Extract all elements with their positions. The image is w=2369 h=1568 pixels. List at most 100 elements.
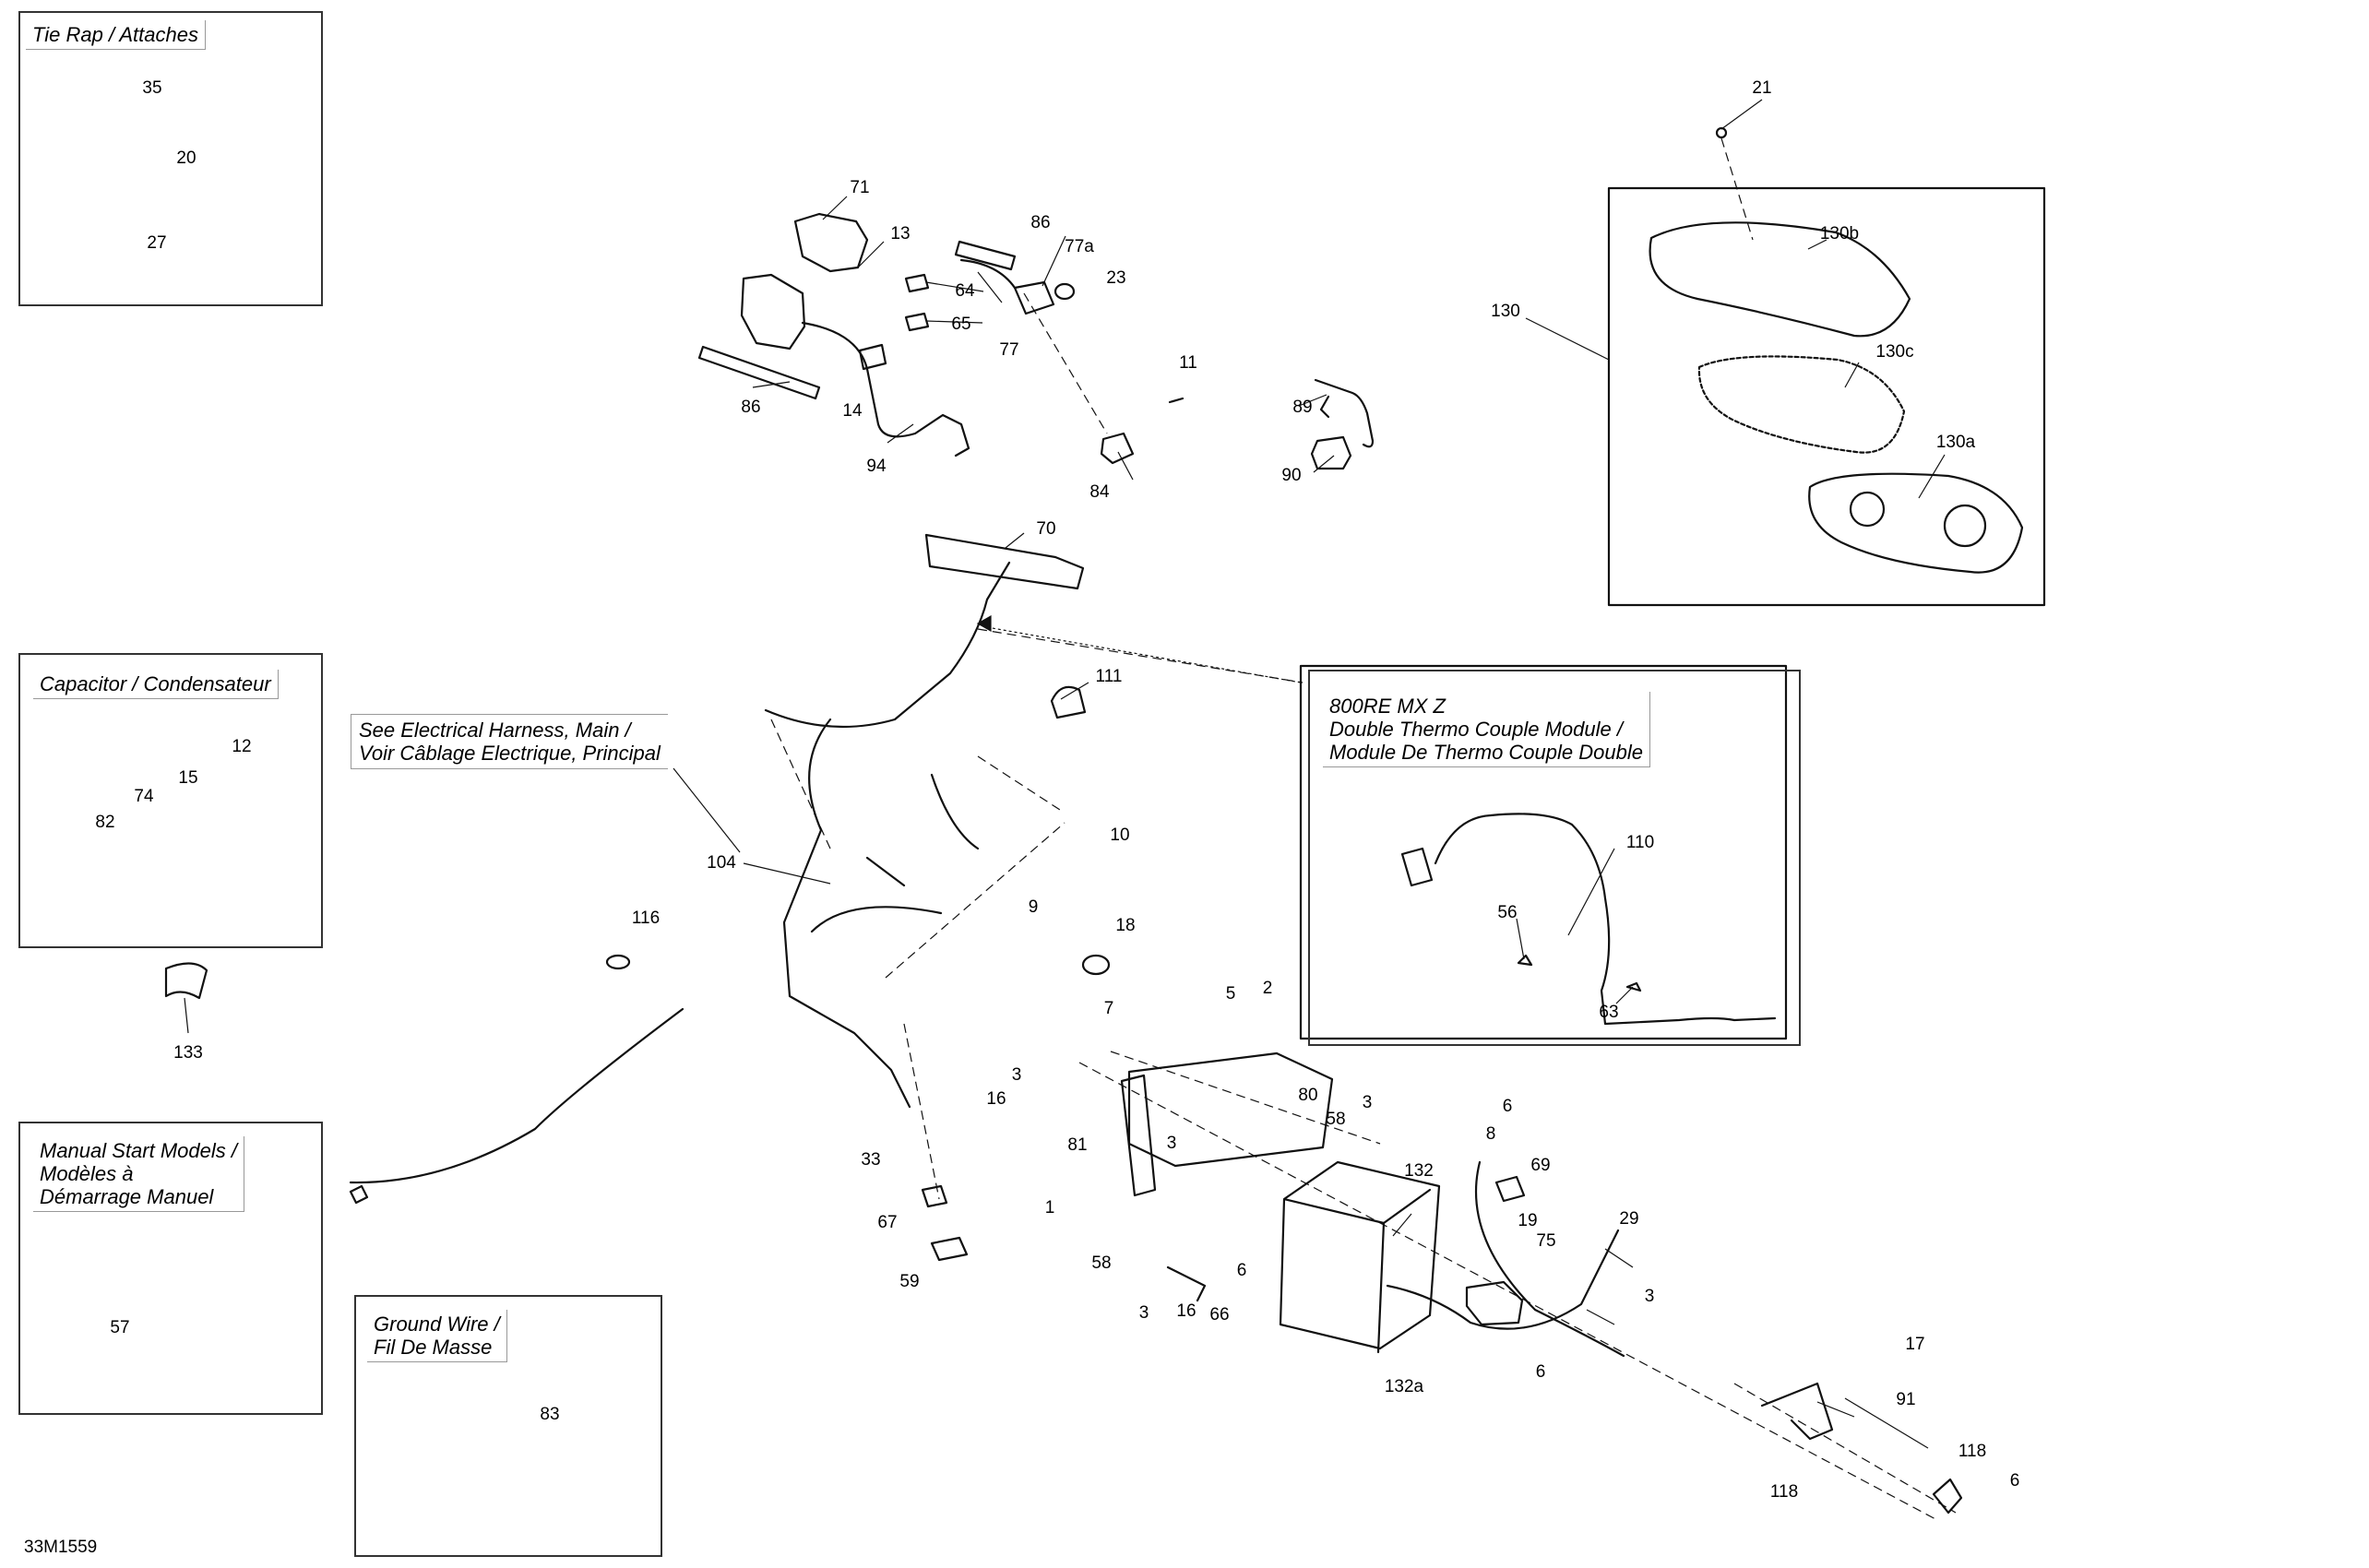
diagram-code: 33M1559: [24, 1538, 98, 1557]
connector-part-14: [858, 343, 887, 371]
label-3b: 3: [1362, 1093, 1373, 1112]
relay-part-19: [1465, 1280, 1524, 1326]
label-16a: 16: [986, 1089, 1006, 1109]
grip-heater-86-right: [954, 240, 1017, 271]
sleeve-part-133: [164, 962, 208, 1000]
label-6a: 6: [1236, 1261, 1247, 1280]
label-118b: 118: [1769, 1482, 1799, 1502]
connector-part-111: [1050, 685, 1087, 719]
label-8: 8: [1485, 1124, 1496, 1144]
label-3e: 3: [1644, 1287, 1655, 1306]
switch-housing-part-71: [793, 212, 869, 273]
label-66: 66: [1209, 1305, 1230, 1324]
label-81: 81: [1067, 1135, 1088, 1155]
label-2: 2: [1262, 979, 1273, 998]
wire-part-66: [1166, 1265, 1207, 1302]
label-9: 9: [1028, 897, 1039, 917]
manual-start-box: Manual Start Models / Modèles à Démarrag…: [18, 1122, 323, 1415]
switch-part-77a: [1013, 280, 1055, 315]
label-1: 1: [1044, 1198, 1055, 1218]
ground-wire-title: Ground Wire / Fil De Masse: [367, 1310, 507, 1362]
label-6b: 6: [1502, 1097, 1513, 1116]
label-19: 19: [1518, 1211, 1538, 1230]
label-64: 64: [955, 281, 975, 301]
thermo-module-part-110: [1434, 813, 1777, 1026]
label-58b: 58: [1091, 1253, 1112, 1273]
label-12: 12: [232, 737, 252, 756]
label-20: 20: [176, 148, 196, 168]
pin-part-11: [1168, 397, 1184, 404]
main-harness-part-104: [764, 561, 1011, 1109]
label-17: 17: [1905, 1335, 1925, 1354]
switch-part-throttle: [740, 273, 806, 350]
label-56: 56: [1497, 903, 1518, 922]
label-111: 111: [1095, 667, 1123, 686]
label-77: 77: [999, 340, 1019, 360]
gauge-cluster-part-130a: [1808, 472, 2024, 574]
connector-part-64: [904, 273, 930, 293]
harness-wire-part-94: [801, 321, 970, 457]
label-71: 71: [850, 178, 870, 197]
label-77a: 77a: [1065, 237, 1094, 256]
gauge-box: [1607, 186, 2046, 607]
label-86a: 86: [1030, 213, 1051, 232]
label-65: 65: [951, 315, 971, 334]
label-14: 14: [842, 401, 863, 421]
label-7: 7: [1103, 999, 1114, 1018]
bracket-part-91: [1760, 1382, 1834, 1441]
label-130b: 130b: [1819, 224, 1860, 244]
label-83: 83: [540, 1405, 560, 1424]
label-29: 29: [1619, 1209, 1639, 1229]
grip-heater-86-left: [697, 345, 821, 400]
label-86b: 86: [741, 398, 761, 417]
label-23: 23: [1106, 268, 1126, 288]
label-118a: 118: [1958, 1442, 1987, 1461]
label-59: 59: [899, 1272, 920, 1291]
label-104: 104: [707, 853, 736, 873]
main-harness-part-70: [924, 533, 1085, 590]
ground-wire-box: Ground Wire / Fil De Masse: [354, 1295, 662, 1557]
thermo-wire-part-75: [1386, 1160, 1625, 1358]
bracket-part-59: [930, 1236, 969, 1262]
label-58a: 58: [1326, 1110, 1346, 1129]
ignition-part-90: [1310, 435, 1352, 470]
capacitor-box: Capacitor / Condensateur: [18, 653, 323, 948]
connector-part-65: [904, 312, 930, 332]
label-11: 11: [1179, 353, 1197, 373]
label-33: 33: [861, 1150, 881, 1170]
label-3d: 3: [1138, 1303, 1149, 1323]
label-6d: 6: [2009, 1471, 2020, 1491]
label-116: 116: [631, 909, 661, 928]
label-70: 70: [1036, 519, 1056, 539]
bracket-part-80: [1127, 1051, 1334, 1168]
knob-part-84: [1100, 432, 1135, 465]
wire-part-77: [959, 258, 1017, 290]
thermo-box: [1299, 664, 1788, 1040]
label-15: 15: [178, 768, 198, 788]
key-part-89: [1314, 378, 1375, 448]
label-3a: 3: [1011, 1065, 1022, 1085]
label-21: 21: [1752, 78, 1772, 98]
label-130c: 130c: [1875, 342, 1914, 362]
label-89: 89: [1292, 398, 1313, 417]
grommet-part-18: [1081, 954, 1111, 976]
label-130a: 130a: [1935, 433, 1976, 452]
thermo-title: 800RE MX Z Double Thermo Couple Module /…: [1323, 692, 1650, 767]
thermo-box-frame: 800RE MX Z Double Thermo Couple Module /…: [1308, 670, 1801, 1046]
label-94: 94: [866, 457, 887, 476]
label-90: 90: [1281, 466, 1302, 485]
tie-rap-box: Tie Rap / Attaches: [18, 11, 323, 306]
tie-rap-title: Tie Rap / Attaches: [26, 20, 206, 50]
gauge-bezel-part-130b: [1649, 221, 1911, 338]
label-110: 110: [1625, 833, 1655, 852]
bracket-part-81: [1120, 1074, 1157, 1197]
label-75: 75: [1536, 1231, 1556, 1251]
part-118: [1932, 1478, 1963, 1515]
label-132a: 132a: [1384, 1377, 1424, 1396]
label-74: 74: [134, 787, 154, 806]
capacitor-title: Capacitor / Condensateur: [33, 670, 279, 699]
label-5: 5: [1225, 984, 1236, 1004]
connector-end: [349, 1184, 369, 1205]
harness-wire-long: [349, 1007, 685, 1184]
label-67: 67: [877, 1213, 898, 1232]
